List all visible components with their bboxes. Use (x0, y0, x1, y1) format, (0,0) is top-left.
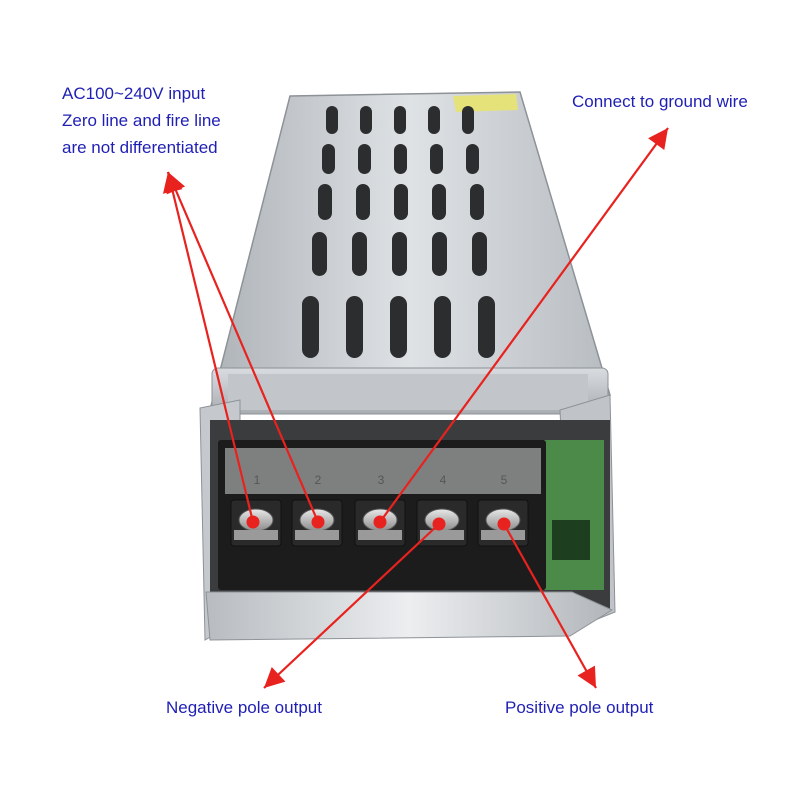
ac-input-line-3: are not differentiated (62, 138, 218, 157)
vent-slot (472, 232, 487, 276)
vent-slot (322, 144, 335, 174)
terminal-number: 1 (254, 473, 261, 487)
vent-slot (356, 184, 370, 220)
vent-slot (360, 106, 372, 134)
vent-slot (394, 144, 407, 174)
vent-slot (428, 106, 440, 134)
ac-input-line-1: AC100~240V input (62, 84, 206, 103)
vent-slot (318, 184, 332, 220)
vent-slot (430, 144, 443, 174)
vent-slot (346, 296, 363, 358)
vent-slot (394, 184, 408, 220)
ground-label: Connect to ground wire (572, 92, 748, 111)
top-cover (209, 91, 611, 411)
arrow (373, 127, 669, 529)
vent-slot (352, 232, 367, 276)
terminal-number: 2 (315, 473, 322, 487)
negative-output-label: Negative pole output (166, 698, 322, 717)
bottom-plate (205, 591, 614, 641)
vent-slot (390, 296, 407, 358)
terminal-number: 3 (378, 473, 385, 487)
vent-slot (478, 296, 495, 358)
arrow (263, 517, 446, 689)
terminal-block: 1 2 3 4 5 (218, 440, 546, 590)
vent-slots (302, 106, 495, 358)
vent-slot (312, 232, 327, 276)
vent-slot (392, 232, 407, 276)
terminal-number: 4 (440, 473, 447, 487)
positive-output-label: Positive pole output (505, 698, 654, 717)
terminal-number: 5 (501, 473, 508, 487)
vent-slot (358, 144, 371, 174)
vent-slot (466, 144, 479, 174)
arrow (497, 517, 597, 689)
vent-slot (432, 184, 446, 220)
ac-input-line-2: Zero line and fire line (62, 111, 221, 130)
vent-slot (394, 106, 406, 134)
vent-slot (434, 296, 451, 358)
vent-slot (470, 184, 484, 220)
vent-slot (462, 106, 474, 134)
vent-slot (432, 232, 447, 276)
arrow (166, 171, 325, 529)
annotation-arrows (163, 127, 669, 689)
ac-input-label: AC100~240V input Zero line and fire line… (62, 80, 221, 161)
vent-slot (326, 106, 338, 134)
vent-slot (302, 296, 319, 358)
